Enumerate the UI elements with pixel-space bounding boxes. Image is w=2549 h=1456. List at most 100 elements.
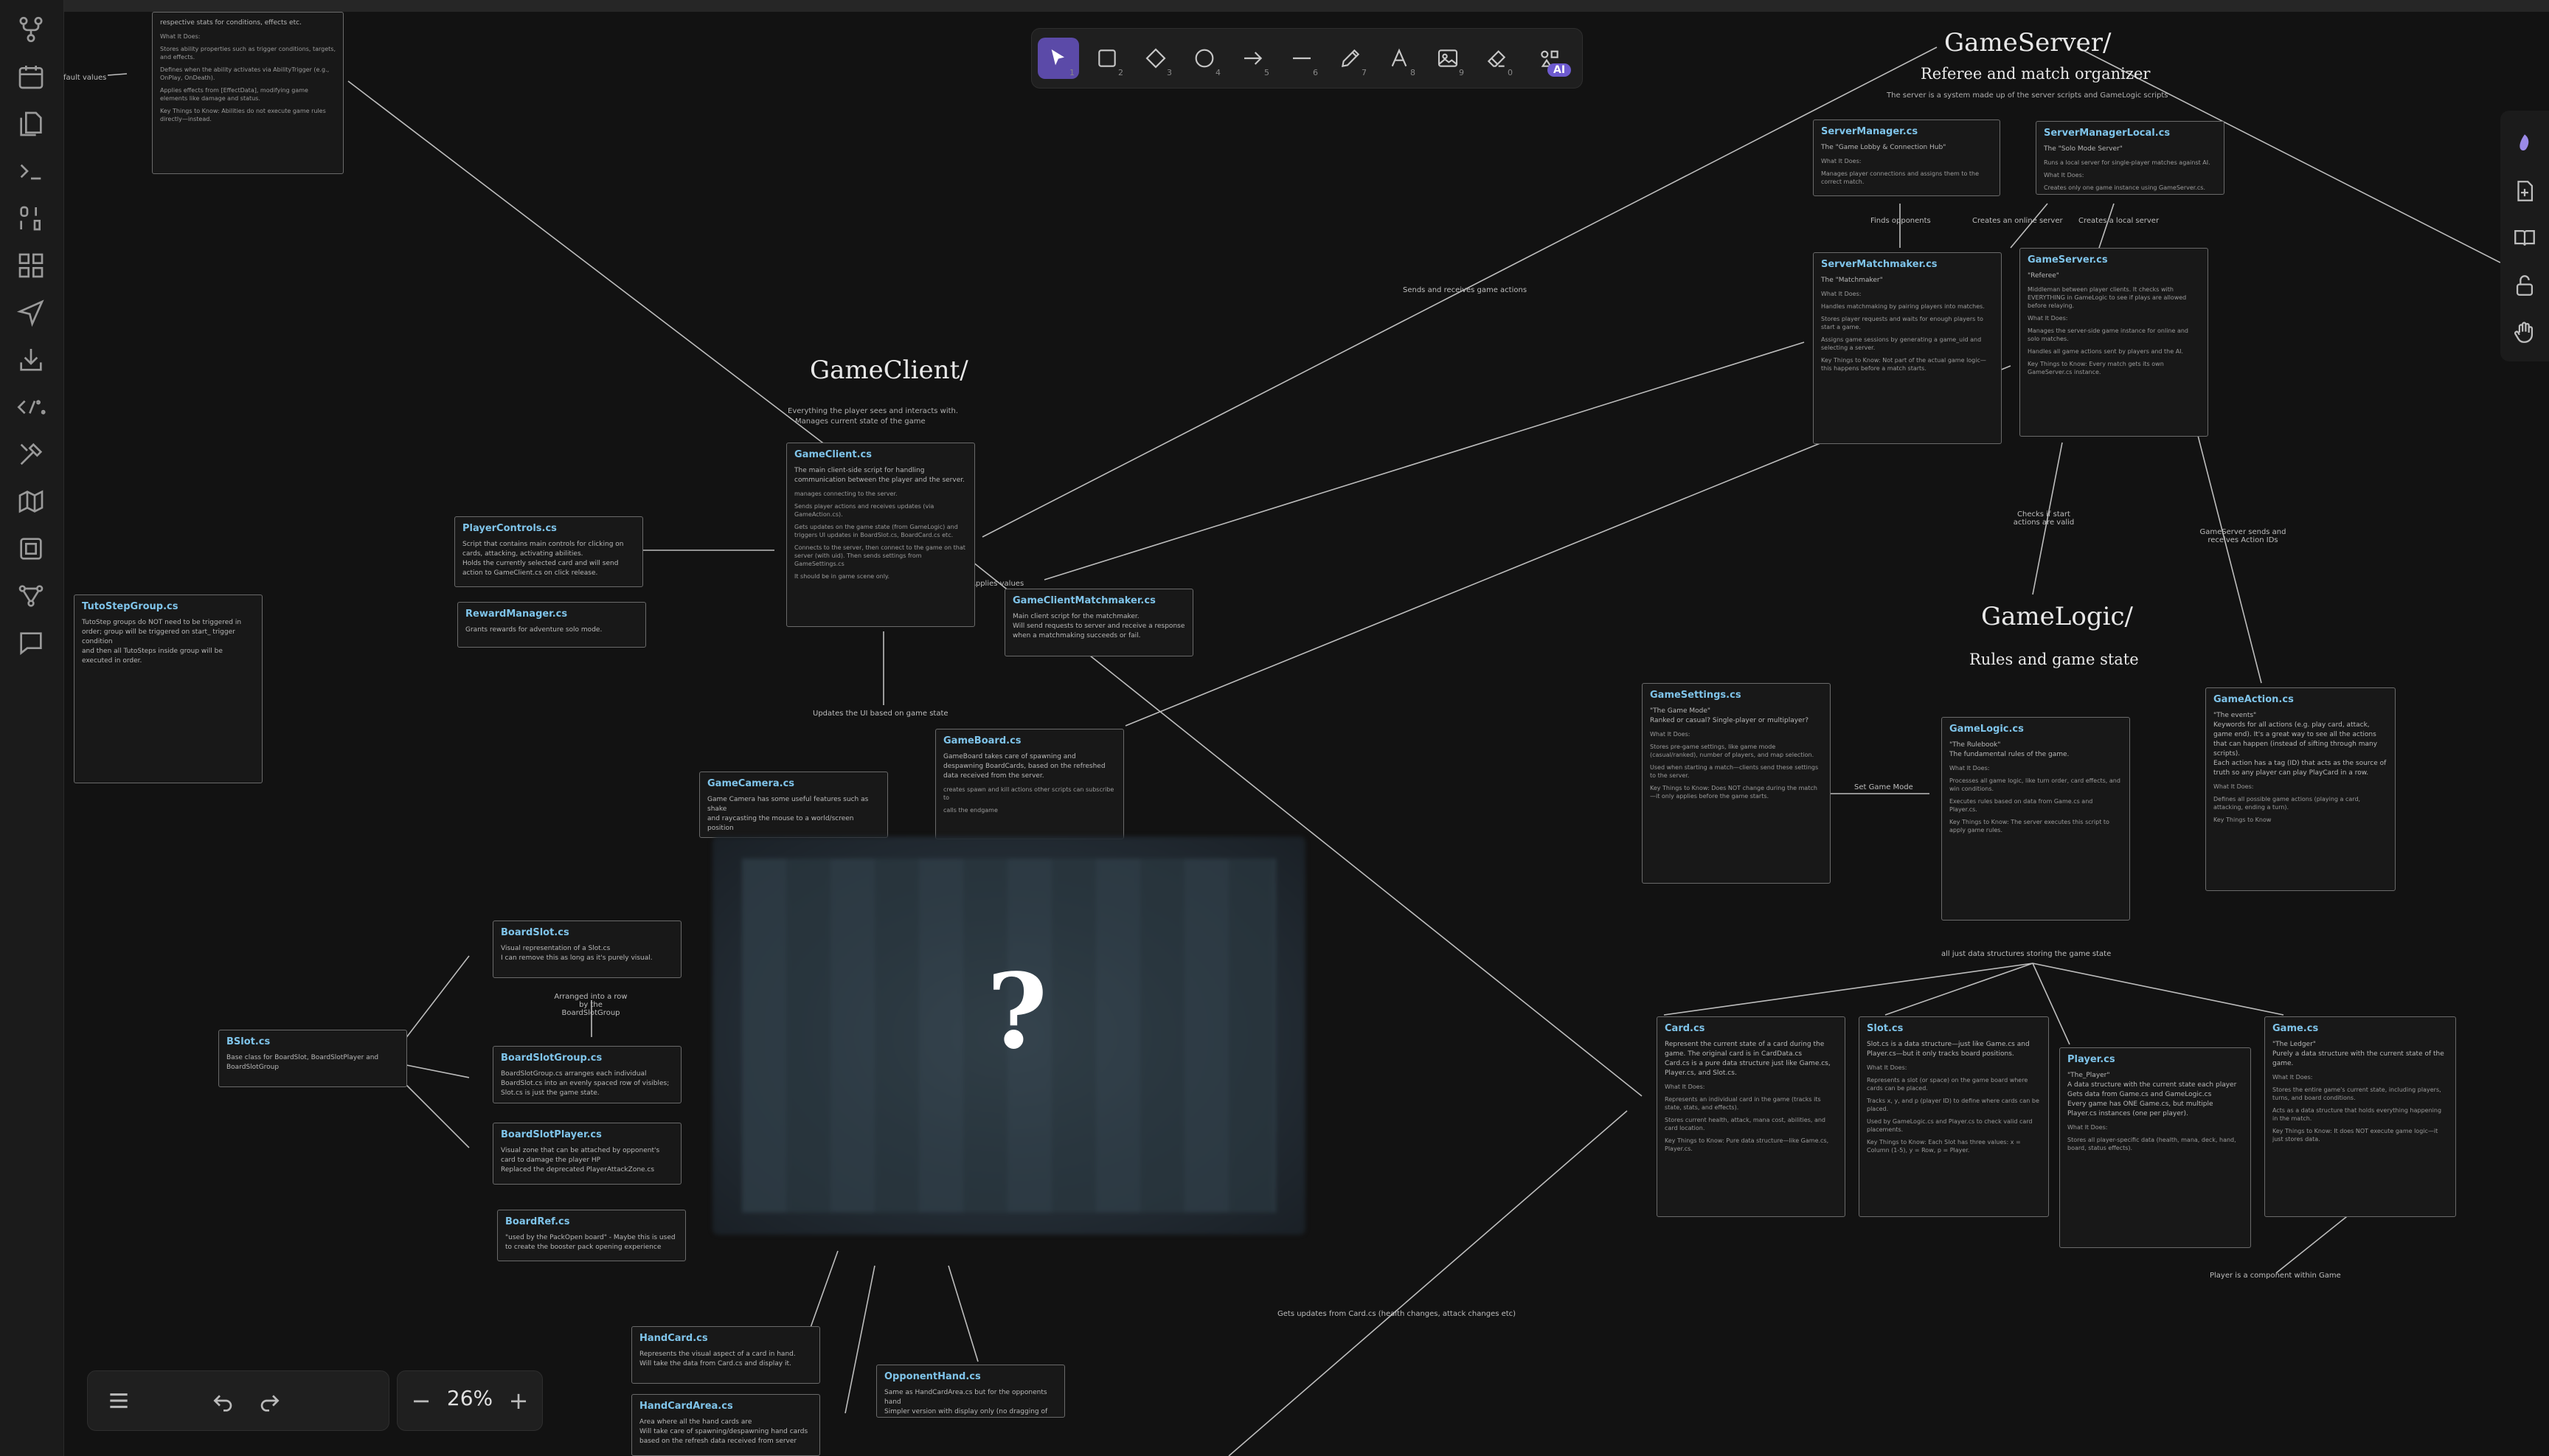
source-control-icon[interactable] (16, 15, 46, 44)
card-gameclientmatchmaker[interactable]: GameClientMatchmaker.cs Main client scri… (1005, 589, 1193, 656)
card-opponenthand[interactable]: OpponentHand.cs Same as HandCardArea.cs … (876, 1365, 1065, 1418)
card-title: GameCamera.cs (707, 778, 795, 789)
card-text: Card.cs is a pure data structure just li… (1665, 1060, 1831, 1077)
tool-text[interactable]: 8 (1378, 38, 1420, 79)
redo-icon[interactable] (254, 1386, 284, 1415)
edge-label: Arranged into a row by the BoardSlotGrou… (554, 993, 628, 1017)
tool-eraser[interactable]: 0 (1476, 38, 1517, 79)
zoom-out-button[interactable]: − (411, 1387, 431, 1415)
card-handcardarea[interactable]: HandCardArea.cs Area where all the hand … (631, 1394, 820, 1456)
edge-label: fault values (63, 74, 107, 82)
card-text: Simpler version with display only (no dr… (884, 1408, 1048, 1415)
card-bslot[interactable]: BSlot.cs Base class for BoardSlot, Board… (218, 1030, 407, 1087)
card-title: PlayerControls.cs (462, 523, 557, 534)
card-rewardmanager[interactable]: RewardManager.cs Grants rewards for adve… (457, 602, 646, 648)
map-icon[interactable] (16, 487, 46, 516)
layers-icon[interactable] (16, 534, 46, 564)
tool-key: 2 (1118, 68, 1123, 77)
diagram-canvas[interactable]: GameServer/ Referee and match organizer … (63, 12, 2500, 1456)
card-player[interactable]: Player.cs "The_Player" A data structure … (2059, 1047, 2251, 1248)
tool-selection[interactable]: 1 (1038, 38, 1079, 79)
card-handcard[interactable]: HandCard.cs Represents the visual aspect… (631, 1326, 820, 1384)
tool-extra-shapes[interactable] (1529, 38, 1570, 79)
tool-draw[interactable]: 7 (1330, 38, 1371, 79)
card-text: What It Does: (2272, 1074, 2313, 1081)
card-text: "Referee" (2028, 272, 2059, 280)
card-title: BoardRef.cs (505, 1216, 570, 1227)
card-text: Stores ability properties such as trigge… (160, 46, 336, 60)
card-boardslotplayer[interactable]: BoardSlotPlayer.cs Visual zone that can … (493, 1123, 682, 1185)
tool-diamond[interactable]: 3 (1135, 38, 1176, 79)
zoom-level[interactable]: 26% (446, 1386, 493, 1410)
card-title: BoardSlotGroup.cs (501, 1053, 603, 1064)
nodes-icon[interactable] (16, 581, 46, 611)
tool-ellipse[interactable]: 4 (1184, 38, 1225, 79)
card-text: Gets data from Game.cs and GameLogic.cs (2067, 1091, 2212, 1098)
comment-icon[interactable] (16, 628, 46, 658)
card-text: Creates only one game instance using Gam… (2044, 184, 2205, 191)
card-gamelogic[interactable]: GameLogic.cs "The Rulebook" The fundamen… (1941, 717, 2130, 921)
tool-image[interactable]: 9 (1427, 38, 1468, 79)
card-text: Stores player requests and waits for eno… (1821, 316, 1983, 330)
terminal-icon[interactable] (16, 156, 46, 186)
card-boardslotgroup[interactable]: BoardSlotGroup.cs BoardSlotGroup.cs arra… (493, 1046, 682, 1103)
ai-badge[interactable]: AI (1547, 63, 1572, 77)
gameserver-heading: GameServer/ (1944, 28, 2112, 58)
card-title: BoardSlot.cs (501, 927, 569, 938)
card-text: Represents a slot (or space) on the game… (1867, 1077, 2028, 1092)
library-icon[interactable] (2512, 131, 2537, 156)
lock-icon[interactable] (2512, 273, 2537, 298)
card-text: What It Does: (160, 33, 201, 40)
send-icon[interactable] (16, 298, 46, 327)
card-text: What It Does: (2067, 1124, 2108, 1131)
tool-key: 9 (1459, 68, 1464, 77)
edge-label: all just data structures storing the gam… (1941, 950, 2112, 958)
tool-line[interactable]: 6 (1281, 38, 1322, 79)
gamelogic-heading: GameLogic/ (1981, 602, 2133, 631)
card-gameserver[interactable]: GameServer.cs "Referee" Middleman betwee… (2019, 248, 2208, 437)
card-text: Key Things to Know: Abilities do not exe… (160, 108, 326, 122)
files-icon[interactable] (16, 109, 46, 139)
card-gamesettings[interactable]: GameSettings.cs "The Game Mode" Ranked o… (1642, 683, 1831, 884)
download-icon[interactable] (16, 345, 46, 375)
card-slot[interactable]: Slot.cs Slot.cs is a data structure—just… (1859, 1016, 2049, 1217)
code-percent-icon[interactable] (16, 392, 46, 422)
card-servermanagerlocal[interactable]: ServerManagerLocal.cs The "Solo Mode Ser… (2036, 121, 2224, 195)
tool-arrow[interactable]: 5 (1232, 38, 1274, 79)
tool-rectangle[interactable]: 2 (1086, 38, 1128, 79)
card-boardref[interactable]: BoardRef.cs "used by the PackOpen board"… (497, 1210, 686, 1261)
card-gameboard[interactable]: GameBoard.cs GameBoard takes care of spa… (935, 729, 1124, 839)
hand-icon[interactable] (2512, 320, 2537, 345)
card-servermanager[interactable]: ServerManager.cs The "Game Lobby & Conne… (1813, 119, 2000, 196)
card-servermatchmaker[interactable]: ServerMatchmaker.cs The "Matchmaker" Wha… (1813, 252, 2002, 444)
tools-icon[interactable] (16, 440, 46, 469)
embedded-game-screenshot[interactable] (712, 836, 1305, 1235)
card-gamecamera[interactable]: GameCamera.cs Game Camera has some usefu… (699, 772, 888, 838)
new-file-icon[interactable] (2512, 178, 2537, 204)
tool-key: 8 (1410, 68, 1415, 77)
binary-icon[interactable] (16, 204, 46, 233)
zoom-in-button[interactable]: + (508, 1387, 529, 1415)
calendar-icon[interactable] (16, 62, 46, 91)
card-title: GameBoard.cs (943, 735, 1022, 746)
menu-icon[interactable] (104, 1386, 133, 1415)
dashboard-icon[interactable] (16, 251, 46, 280)
card-tutostepgroup[interactable]: TutoStepGroup.cs TutoStep groups do NOT … (74, 594, 263, 783)
card-text: Manages player connections and assigns t… (1821, 170, 1980, 185)
card-title: BoardSlotPlayer.cs (501, 1129, 602, 1140)
card-text: Will take care of spawning/despawning ha… (639, 1428, 808, 1445)
card-text: Main client script for the matchmaker. (1013, 613, 1140, 620)
card-playercontrols[interactable]: PlayerControls.cs Script that contains m… (454, 516, 643, 587)
card-ability-data[interactable]: respective stats for conditions, effects… (152, 12, 344, 174)
card-gameaction[interactable]: GameAction.cs "The events" Keywords for … (2205, 687, 2396, 891)
tool-key: 5 (1264, 68, 1269, 77)
card-game[interactable]: Game.cs "The Ledger" Purely a data struc… (2264, 1016, 2456, 1217)
card-gameclient[interactable]: GameClient.cs The main client-side scrip… (786, 443, 975, 627)
edge-label: Finds opponents (1870, 217, 1931, 225)
card-boardslot[interactable]: BoardSlot.cs Visual representation of a … (493, 921, 682, 978)
card-text: Key Things to Know: Pure data structure—… (1665, 1137, 1829, 1152)
right-sidebar (2500, 111, 2549, 361)
book-icon[interactable] (2512, 226, 2537, 251)
card-card[interactable]: Card.cs Represent the current state of a… (1657, 1016, 1845, 1217)
undo-icon[interactable] (209, 1386, 238, 1415)
